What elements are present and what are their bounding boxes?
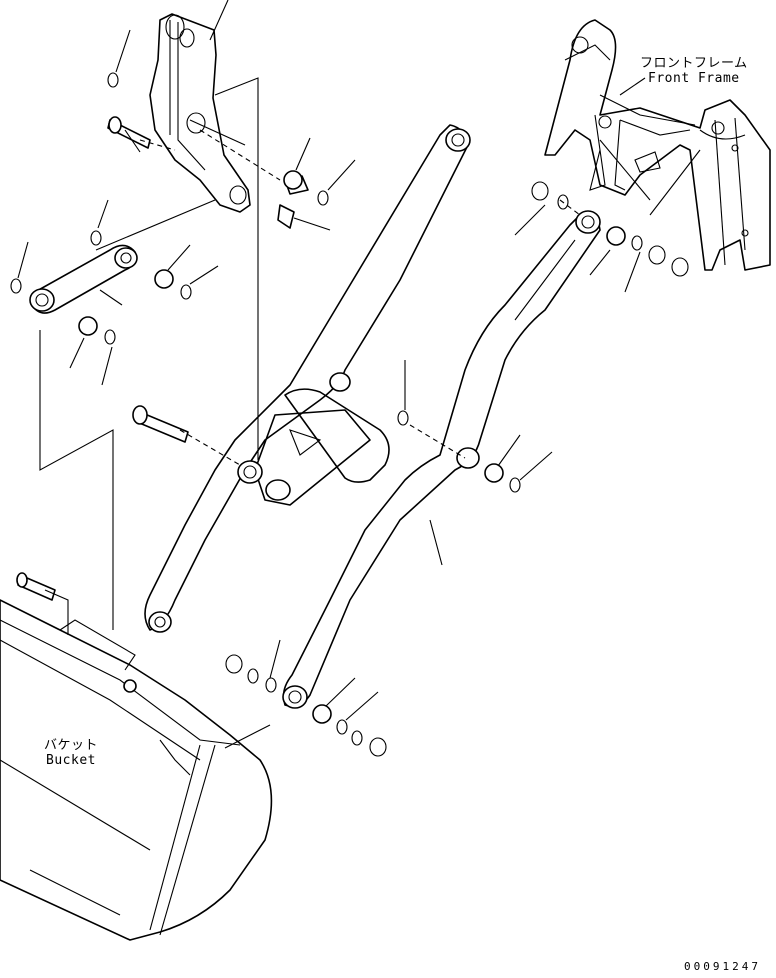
bucket-label-en: Bucket [46, 753, 96, 768]
cross-tube [237, 388, 390, 506]
bucket [0, 572, 273, 941]
front-frame-label-en: Front Frame [648, 71, 740, 86]
pin-small-top [107, 116, 151, 153]
front-frame-label-ja: フロントフレーム [640, 56, 748, 71]
bucket-label: バケット Bucket [44, 738, 98, 768]
drawing-code: 00091247 [684, 960, 761, 973]
lift-arm-left [144, 124, 471, 633]
tilt-link [29, 244, 138, 314]
bucket-label-ja: バケット [44, 738, 99, 753]
lift-arm-right [282, 210, 601, 709]
leader-lines [17, 0, 646, 749]
seals-and-bushings [10, 72, 689, 757]
bellcrank [149, 13, 251, 213]
pin-main [132, 405, 189, 443]
grease-fitting [277, 204, 331, 231]
front-frame [544, 19, 771, 271]
front-frame-label: フロントフレーム Front Frame [640, 56, 748, 86]
